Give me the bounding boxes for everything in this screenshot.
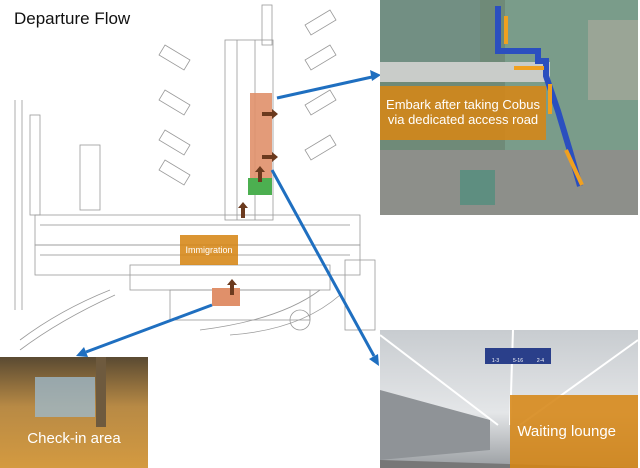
checkin-zone <box>212 288 240 306</box>
flow-arrow-icon <box>227 109 278 295</box>
direction-sign: 1-3 5-16 2-4 <box>485 348 551 364</box>
page-title: Departure Flow <box>14 9 131 28</box>
gate-zone <box>250 93 272 178</box>
immigration-label: Immigration <box>180 235 238 265</box>
arrow-to-embark <box>276 75 373 100</box>
green-zone <box>248 178 272 195</box>
arrow-to-waiting <box>270 169 376 357</box>
waiting-label: Waiting lounge <box>510 395 638 468</box>
waiting-photo: 1-3 5-16 2-4 Waiting lounge <box>380 330 638 468</box>
arrow-to-checkin <box>85 303 213 354</box>
checkin-label: Check-in area <box>27 430 121 448</box>
embark-label: Embark after taking Cobus via dedicated … <box>380 86 546 140</box>
checkin-photo: Check-in area <box>0 357 148 468</box>
